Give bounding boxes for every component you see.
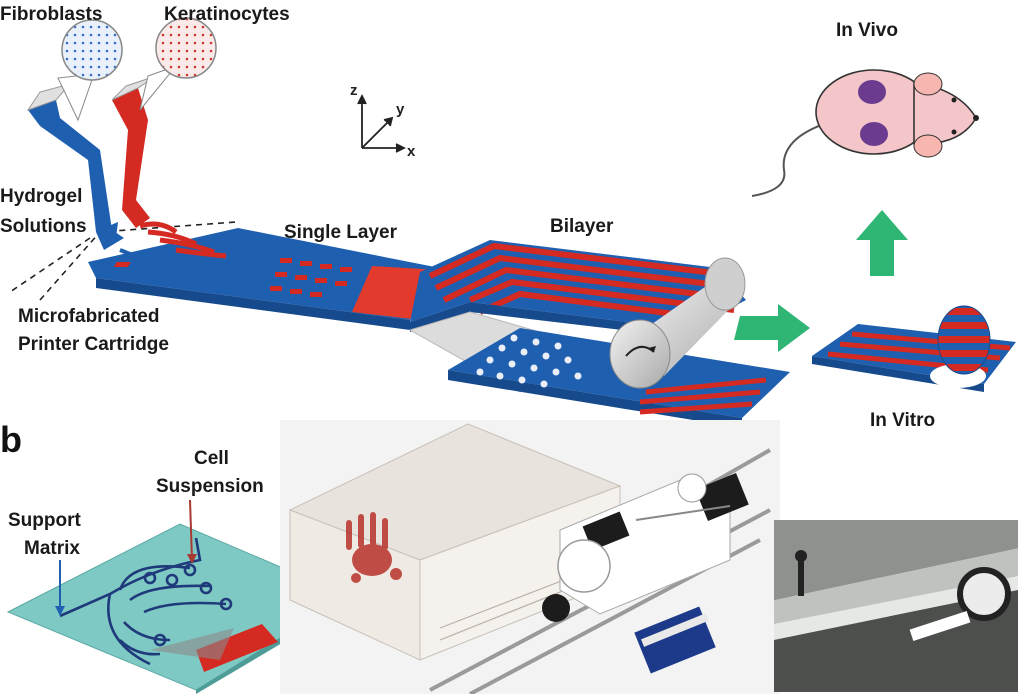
- label-cartridge-line2: Printer Cartridge: [18, 334, 169, 355]
- label-support-line1: Support: [8, 510, 81, 531]
- label-bilayer: Bilayer: [550, 216, 614, 237]
- single-layer-dots: [270, 258, 352, 297]
- label-fibroblasts: Fibroblasts: [0, 4, 102, 25]
- panel-b-letter: b: [0, 419, 22, 460]
- label-hydrogel-line1: Hydrogel: [0, 186, 82, 207]
- label-cell-line1: Cell: [194, 448, 229, 469]
- green-arrow-right-icon: [734, 304, 810, 352]
- inset-photo: [774, 520, 1018, 692]
- printer-photo: [280, 420, 780, 694]
- label-in-vitro: In Vitro: [870, 410, 935, 431]
- hydrogel-channels: [26, 75, 227, 278]
- hydrogel-arrow-icon: [90, 174, 118, 238]
- axes-icon: [357, 93, 407, 153]
- label-cartridge-line1: Microfabricated: [18, 306, 159, 327]
- axis-z-label: z: [350, 82, 358, 99]
- label-single-layer: Single Layer: [284, 222, 398, 243]
- label-cell-line2: Suspension: [156, 476, 264, 497]
- label-support-line2: Matrix: [24, 538, 80, 559]
- label-in-vivo: In Vivo: [836, 20, 898, 41]
- roller: [609, 257, 746, 389]
- axis-x-label: x: [407, 143, 416, 160]
- label-hydrogel-line2: Solutions: [0, 216, 87, 237]
- axis-y-label: y: [396, 101, 405, 118]
- fibroblast-bubble: [57, 19, 123, 122]
- label-keratinocytes: Keratinocytes: [164, 4, 290, 25]
- keratinocyte-bubble: [139, 17, 217, 111]
- support-matrix-pointer: [55, 560, 65, 616]
- mouse-icon: [751, 69, 979, 197]
- green-arrow-up-icon: [856, 210, 908, 276]
- cell-suspension-pointer: [187, 499, 197, 564]
- in-vitro-sample: [812, 305, 1016, 392]
